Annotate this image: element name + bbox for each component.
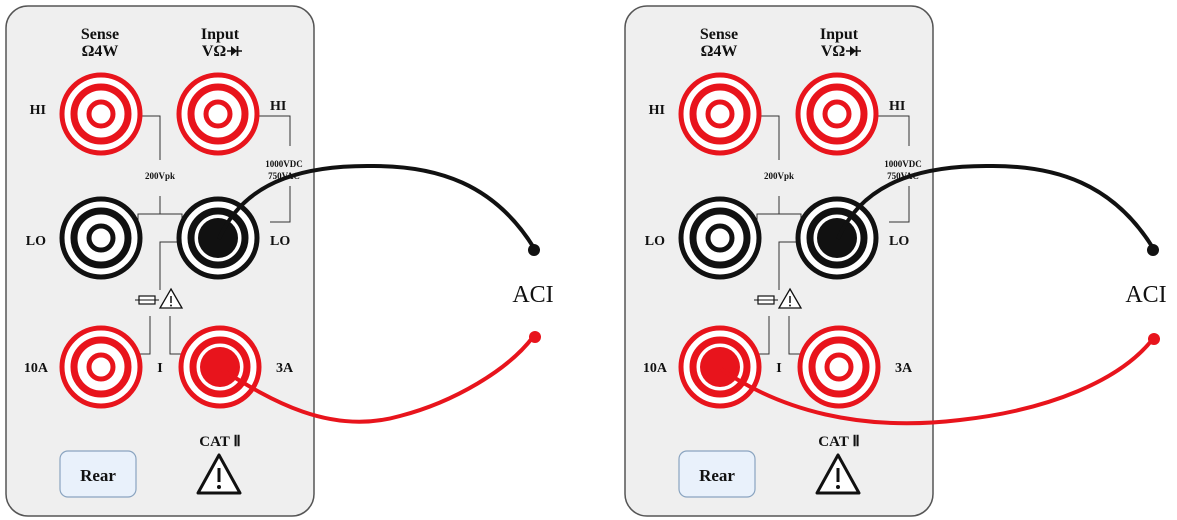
rear-button[interactable]: Rear — [678, 450, 756, 498]
input-subtitle: VΩ — [821, 43, 861, 60]
panel-left: Sense Ω4W Input VΩ — [5, 5, 315, 517]
cat-rating-label: CAT Ⅱ — [199, 434, 240, 450]
sense-subtitle: Ω4W — [701, 43, 738, 60]
input-title: Input — [201, 26, 240, 43]
warning-icon-large — [815, 453, 861, 495]
label-lo-left: LO — [26, 234, 46, 249]
label-10a: 10A — [24, 361, 49, 376]
red-test-lead — [219, 335, 535, 424]
terminal-3a[interactable] — [797, 325, 881, 409]
label-i: I — [157, 361, 162, 376]
cat-rating-label: CAT Ⅱ — [818, 434, 859, 450]
input-subtitle-text: VΩ — [202, 43, 227, 60]
diode-icon — [227, 46, 242, 56]
probe-label-aci: ACI — [1125, 282, 1166, 308]
terminal-sense-lo[interactable] — [59, 196, 143, 280]
diode-icon — [846, 46, 861, 56]
label-lo-right: LO — [270, 234, 290, 249]
label-750vac: 750VAC — [268, 171, 300, 181]
input-title: Input — [820, 26, 859, 43]
rear-button-label: Rear — [699, 466, 735, 485]
black-probe-tip — [1147, 244, 1159, 256]
label-750vac: 750VAC — [887, 171, 919, 181]
fuse-icon — [135, 295, 159, 305]
label-3a: 3A — [895, 361, 913, 376]
internal-wiring — [130, 115, 291, 355]
label-i: I — [776, 361, 781, 376]
label-hi-left: HI — [649, 103, 665, 118]
label-lo-right: LO — [889, 234, 909, 249]
terminal-sense-hi[interactable] — [678, 72, 762, 156]
panel-right: Sense Ω4W Input VΩ — [624, 5, 934, 517]
terminal-sense-hi[interactable] — [59, 72, 143, 156]
probe-leads-left: ACI — [217, 163, 554, 424]
label-hi-right: HI — [889, 99, 905, 114]
warning-icon-small — [777, 287, 803, 309]
label-10a: 10A — [643, 361, 668, 376]
sense-title: Sense — [700, 26, 738, 43]
label-200vpk: 200Vpk — [764, 171, 794, 181]
sense-subtitle: Ω4W — [82, 43, 119, 60]
black-test-lead — [836, 163, 1155, 250]
terminal-input-hi[interactable] — [176, 72, 260, 156]
black-test-lead — [217, 163, 536, 250]
label-3a: 3A — [276, 361, 294, 376]
terminal-3a[interactable] — [178, 325, 262, 409]
black-probe-tip — [528, 244, 540, 256]
sense-title: Sense — [81, 26, 119, 43]
terminal-input-hi[interactable] — [795, 72, 879, 156]
label-1000vdc: 1000VDC — [265, 159, 303, 169]
warning-icon-small — [158, 287, 184, 309]
input-subtitle-text: VΩ — [821, 43, 846, 60]
label-1000vdc: 1000VDC — [884, 159, 922, 169]
terminal-sense-lo[interactable] — [678, 196, 762, 280]
label-hi-left: HI — [30, 103, 46, 118]
fuse-icon — [754, 295, 778, 305]
probe-leads-right: ACI — [719, 163, 1167, 426]
label-hi-right: HI — [270, 99, 286, 114]
warning-icon-large — [196, 453, 242, 495]
red-test-lead — [719, 338, 1154, 426]
red-probe-tip — [529, 331, 541, 343]
input-subtitle: VΩ — [202, 43, 242, 60]
label-200vpk: 200Vpk — [145, 171, 175, 181]
red-probe-tip — [1148, 333, 1160, 345]
terminal-10a[interactable] — [678, 325, 762, 409]
label-lo-left: LO — [645, 234, 665, 249]
rear-button-label: Rear — [80, 466, 116, 485]
terminal-10a[interactable] — [59, 325, 143, 409]
probe-label-aci: ACI — [512, 282, 553, 308]
rear-button[interactable]: Rear — [59, 450, 137, 498]
